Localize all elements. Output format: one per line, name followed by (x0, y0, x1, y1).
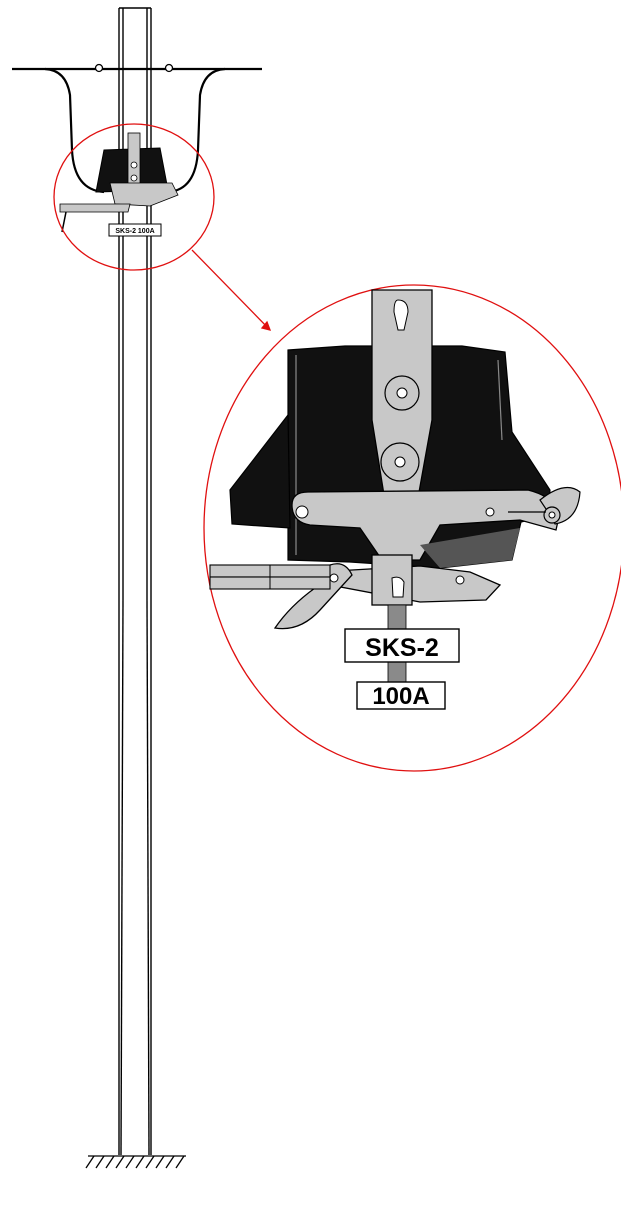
callout-arrow-line (191, 249, 271, 331)
detail-callout (53, 123, 621, 772)
insulators (94, 63, 174, 73)
model-label-box (344, 628, 460, 663)
ground-hatch-icon (85, 1155, 186, 1169)
small-callout-circle (53, 123, 215, 271)
pole-switch-icon: SKS-2 100A (59, 132, 179, 237)
overhead-conductors (12, 67, 262, 194)
model-label: SKS-2 (365, 634, 439, 662)
large-callout-circle (203, 284, 621, 772)
rating-label-box (356, 681, 446, 710)
switch-detail-view: SKS-2 100A (209, 289, 581, 710)
rating-label: 100A (372, 683, 429, 710)
small-model-label: SKS-2 100A (115, 228, 154, 235)
callout-arrowhead-icon (260, 320, 272, 331)
